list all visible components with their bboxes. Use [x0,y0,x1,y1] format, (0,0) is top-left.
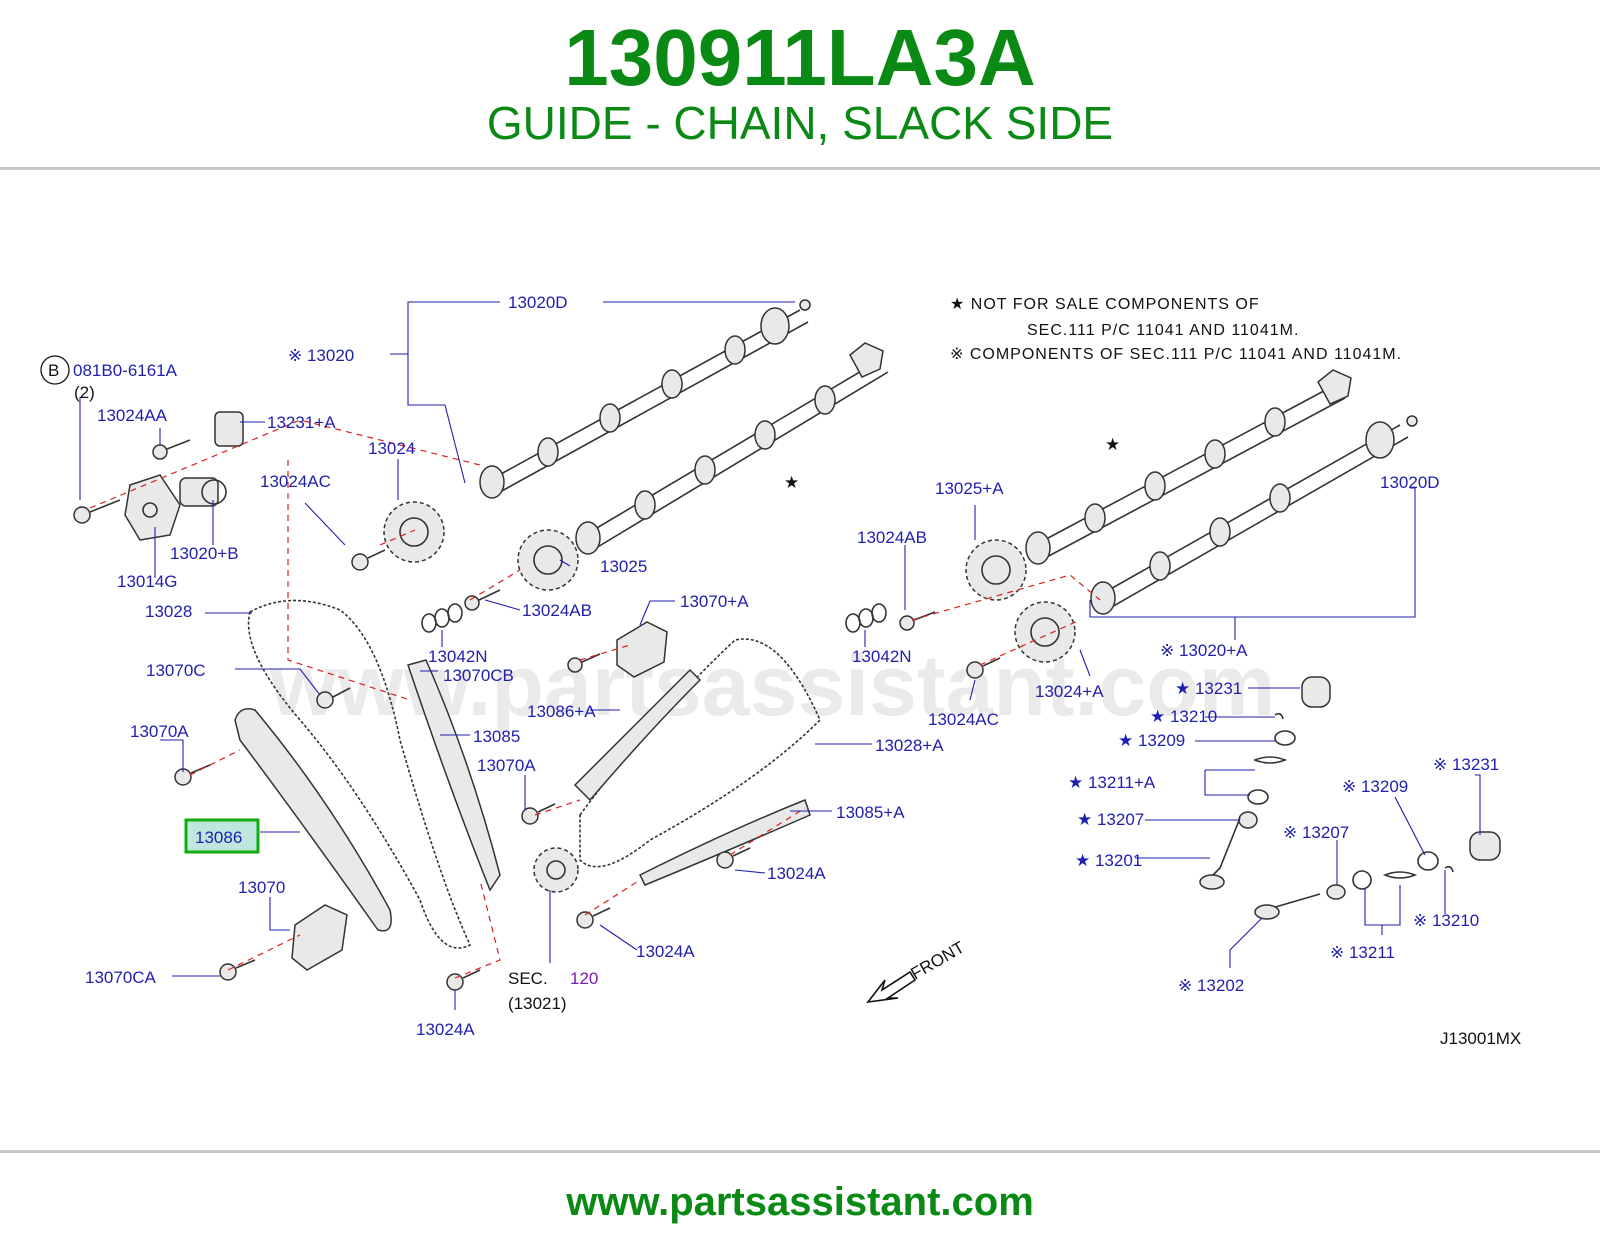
chain-guide-13086-a[interactable] [573,668,702,802]
star-marker-right: ★ [1105,435,1120,454]
star-marker: ★ [784,473,799,492]
label-13211-ref[interactable]: ※ 13211 [1330,943,1395,962]
label-081b0-6161a[interactable]: 081B0-6161A [73,361,178,380]
camshaft-left-intake[interactable]: ★ [575,342,889,555]
circled-ref-icon [40,355,70,385]
label-13024-a[interactable]: 13024+A [1035,682,1104,701]
label-13202-ref[interactable]: ※ 13202 [1178,976,1244,995]
label-13028-a[interactable]: 13028+A [875,736,944,755]
header-divider [0,167,1600,170]
label-13231a-left[interactable]: 13231+A [267,413,336,432]
washers-13042n-right[interactable] [845,603,887,633]
label-13025[interactable]: 13025 [600,557,647,576]
label-13024ab-mid[interactable]: 13024AB [522,601,592,620]
footer-url[interactable]: www.partsassistant.com [566,1180,1034,1224]
part-name-subtitle: GUIDE - CHAIN, SLACK SIDE [486,97,1114,149]
label-sec-120[interactable]: 120 [570,969,598,988]
label-13024ab-right[interactable]: 13024AB [857,528,927,547]
chain-guide-tension-13085[interactable] [407,659,501,892]
timing-chain-left[interactable] [247,599,472,949]
leader-lines [79,301,1481,1010]
label-13070a-left[interactable]: 13070A [130,722,189,741]
valve-parts-star[interactable] [1199,676,1331,890]
sprocket-13025-a[interactable] [965,539,1027,601]
part-number-title: 130911LA3A [564,13,1036,102]
label-13020b[interactable]: 13020+B [170,544,239,563]
camshaft-right-exhaust[interactable] [1090,415,1418,615]
label-13207-star[interactable]: ★ 13207 [1077,810,1144,829]
label-13014g[interactable]: 13014G [117,572,178,591]
tensioner-13014g[interactable] [124,474,181,541]
note-star-line2: SEC.111 P/C 11041 AND 11041M. [1027,322,1299,339]
tensioner-13070-a[interactable] [616,621,668,678]
label-front: FRONT [908,938,968,984]
circled-ref-letter: B [48,361,59,380]
label-13211a-star[interactable]: ★ 13211+A [1068,773,1156,792]
label-13231-ref[interactable]: ※ 13231 [1433,755,1499,774]
label-13070-a[interactable]: 13070+A [680,592,749,611]
drawing-id: J13001MX [1440,1029,1521,1048]
label-13020[interactable]: ※ 13020 [288,346,354,365]
label-13201-star[interactable]: ★ 13201 [1075,851,1142,870]
label-13042n-left[interactable]: 13042N [428,647,488,666]
camshaft-left-exhaust[interactable] [479,299,811,499]
label-13209-ref[interactable]: ※ 13209 [1342,777,1408,796]
label-13209-star[interactable]: ★ 13209 [1118,731,1185,750]
camshaft-right-intake[interactable]: ★ [1025,369,1352,565]
label-13207-ref[interactable]: ※ 13207 [1283,823,1349,842]
label-13086[interactable]: 13086 [195,828,242,847]
label-13020d-right[interactable]: 13020D [1380,473,1440,492]
crank-sprocket[interactable] [533,847,579,893]
label-13070[interactable]: 13070 [238,878,285,897]
label-13024a-bottom[interactable]: 13024A [416,1020,475,1039]
label-13024[interactable]: 13024 [368,439,415,458]
label-13210-ref[interactable]: ※ 13210 [1413,911,1479,930]
label-13070ca[interactable]: 13070CA [85,968,157,987]
alignment-dashed-lines [89,419,1101,979]
label-13070a-mid[interactable]: 13070A [477,756,536,775]
highlighted-part-box[interactable] [184,818,260,854]
bolt-icon [73,439,1001,991]
footer-divider [0,1150,1600,1153]
header: 130911LA3A GUIDE - CHAIN, SLACK SIDE [0,0,1600,170]
label-qty: (2) [74,383,95,402]
tensioner-13020b[interactable] [179,477,227,507]
plug-13231a[interactable] [214,411,244,447]
label-13020-a[interactable]: ※ 13020+A [1160,641,1248,660]
sprocket-13025[interactable] [517,529,579,591]
label-13024aa[interactable]: 13024AA [97,406,168,425]
label-13025-a[interactable]: 13025+A [935,479,1004,498]
label-13024a-low[interactable]: 13024A [636,942,695,961]
tensioner-13070[interactable] [291,904,348,971]
label-13070cb[interactable]: 13070CB [443,666,514,685]
label-13024a-mid[interactable]: 13024A [767,864,826,883]
label-sec-sub: (13021) [508,994,567,1013]
note-ref-line: ※ COMPONENTS OF SEC.111 P/C 11041 AND 11… [950,346,1402,363]
label-13024ac-left[interactable]: 13024AC [260,472,331,491]
label-13024ac-right[interactable]: 13024AC [928,710,999,729]
front-arrow-icon [866,970,917,1004]
label-13042n-right[interactable]: 13042N [852,647,912,666]
label-13086-a[interactable]: 13086+A [527,702,596,721]
note-star-line1: ★ NOT FOR SALE COMPONENTS OF [950,296,1260,313]
label-13028[interactable]: 13028 [145,602,192,621]
label-13210-star[interactable]: ★ 13210 [1150,707,1217,726]
label-13070c[interactable]: 13070C [146,661,206,680]
label-13231-star[interactable]: ★ 13231 [1175,679,1242,698]
label-13020d-top[interactable]: 13020D [508,293,568,312]
label-13085[interactable]: 13085 [473,727,520,746]
sprocket-13024[interactable] [383,501,445,563]
label-13085-a[interactable]: 13085+A [836,803,905,822]
label-sec: SEC. [508,969,548,988]
valve-parts-ref[interactable] [1254,831,1501,920]
chain-guide-slack-13086[interactable] [234,708,392,932]
washers-13042n-left[interactable] [421,603,463,633]
sprocket-13024-a[interactable] [1014,601,1076,663]
chain-guide-13085-a[interactable] [638,799,811,886]
